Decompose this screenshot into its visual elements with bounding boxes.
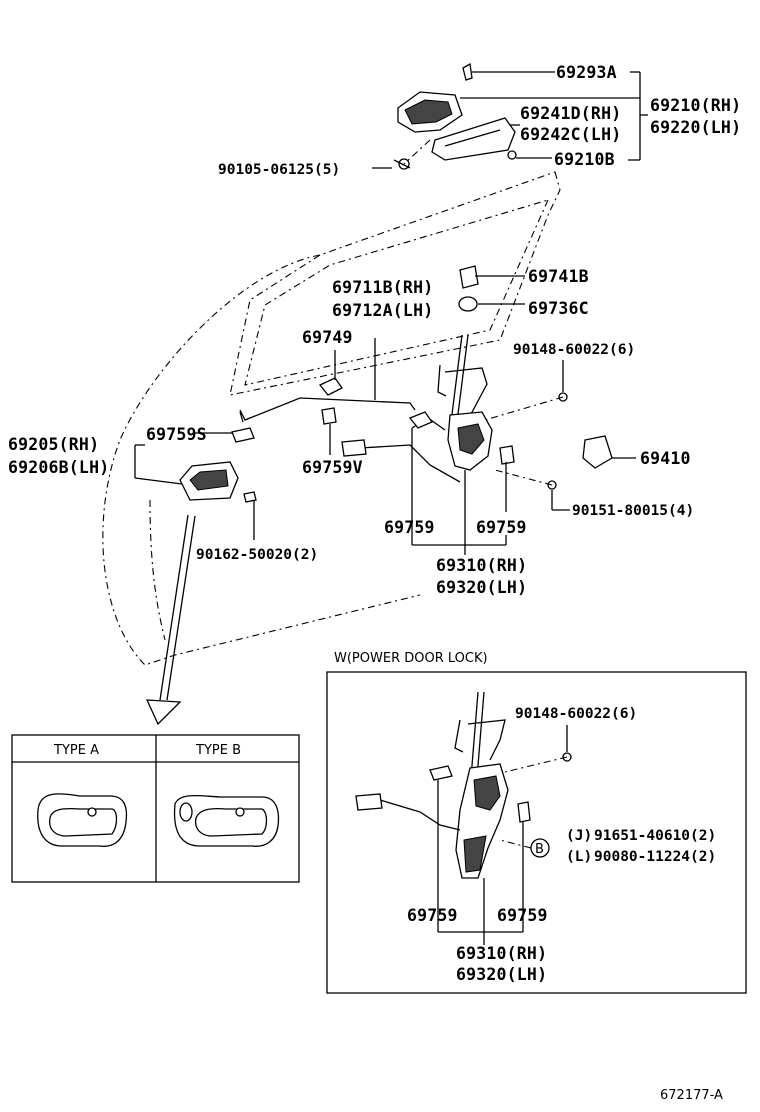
mid-leaders: [195, 275, 636, 555]
pl-mark-l: (L): [566, 849, 592, 865]
type-b-label: TYPE B: [195, 743, 241, 758]
pl-label-69759-left: 69759: [407, 906, 458, 925]
label-69712A: 69712A(LH): [332, 301, 433, 320]
pl-label-69759-right: 69759: [497, 906, 548, 925]
label-69206B: 69206B(LH): [8, 458, 109, 477]
door-rods: [231, 265, 613, 490]
label-69759-right: 69759: [476, 518, 527, 537]
inside-handle: [134, 444, 257, 540]
label-90151: 90151-80015(4): [572, 503, 694, 519]
pl-label-90148: 90148-60022(6): [515, 706, 637, 722]
label-69759-left: 69759: [384, 518, 435, 537]
pl-label-91651: 91651-40610(2): [594, 828, 716, 844]
label-69410: 69410: [640, 449, 691, 468]
figure-id: 672177-A: [660, 1088, 723, 1103]
label-69205: 69205(RH): [8, 435, 99, 454]
label-69210: 69210(RH): [650, 96, 741, 115]
label-69711B: 69711B(RH): [332, 278, 433, 297]
power-door-lock-inset: W(POWER DOOR LOCK) B 90148-60022(6) (J) …: [326, 651, 747, 994]
label-69241D: 69241D(RH): [520, 104, 621, 123]
type-a-label: TYPE A: [53, 743, 99, 758]
pl-label-69320: 69320(LH): [456, 965, 547, 984]
label-69210B: 69210B: [554, 150, 615, 169]
label-69759V: 69759V: [302, 458, 363, 477]
pl-mark-j: (J): [566, 828, 592, 844]
label-69242C: 69242C(LH): [520, 125, 621, 144]
pl-label-90080: 90080-11224(2): [594, 849, 716, 865]
label-90162: 90162-50020(2): [196, 547, 318, 563]
pl-label-69310: 69310(RH): [456, 944, 547, 963]
inset-arrow: [145, 514, 196, 726]
label-69320: 69320(LH): [436, 578, 527, 597]
label-69759S: 69759S: [146, 425, 207, 444]
label-69749: 69749: [302, 328, 353, 347]
label-69293A: 69293A: [556, 63, 617, 82]
part-labels: 69293A 69210(RH) 69220(LH) 69241D(RH) 69…: [8, 63, 741, 597]
label-69741B: 69741B: [528, 267, 589, 286]
label-69310: 69310(RH): [436, 556, 527, 575]
handle-type-inset: TYPE A TYPE B: [11, 734, 300, 883]
label-90105: 90105-06125(5): [218, 162, 340, 178]
circle-b-mark: B: [535, 842, 544, 857]
label-90148: 90148-60022(6): [513, 342, 635, 358]
door-outline: [102, 171, 561, 666]
label-69220: 69220(LH): [650, 118, 741, 137]
power-lock-title: W(POWER DOOR LOCK): [334, 651, 488, 666]
outside-handle-assembly: [393, 62, 517, 170]
door-lock-assembly: [341, 334, 515, 483]
top-leaders: [372, 71, 648, 169]
label-69736C: 69736C: [528, 299, 589, 318]
